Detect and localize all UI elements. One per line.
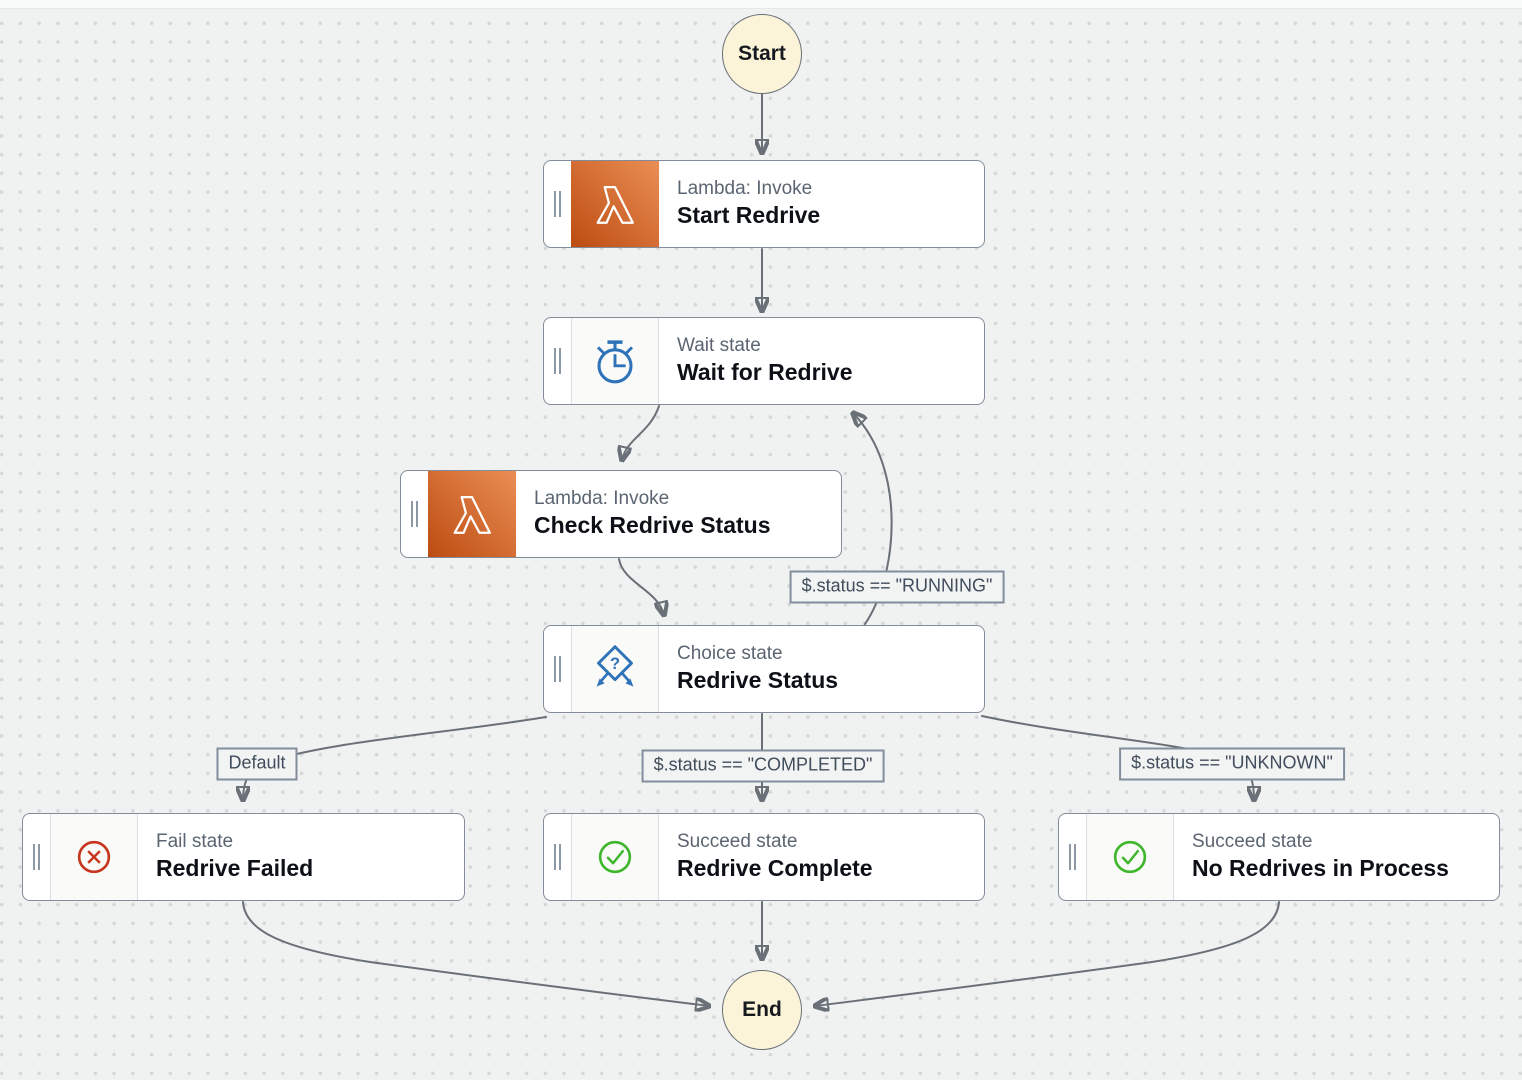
edge-choice-to-wait-running: [853, 413, 893, 625]
state-title: Wait for Redrive: [677, 359, 853, 386]
state-title: Start Redrive: [677, 202, 821, 229]
lambda-icon: [571, 161, 659, 247]
edge-label-running: $.status == "RUNNING": [789, 570, 1005, 604]
edge-wait-to-check-status: [622, 405, 660, 460]
state-node-redrive-status[interactable]: ? Choice state Redrive Status: [543, 625, 985, 713]
edge-fail-to-end: [242, 901, 709, 1006]
edge-label-unknown: $.status == "UNKNOWN": [1119, 747, 1345, 781]
drag-handle-icon[interactable]: [544, 161, 571, 247]
succeed-icon: [1086, 814, 1174, 900]
choice-icon: ?: [571, 626, 659, 712]
wait-stopwatch-icon: [571, 318, 659, 404]
state-type-label: Succeed state: [677, 830, 798, 852]
drag-handle-icon[interactable]: [401, 471, 428, 557]
svg-text:?: ?: [610, 655, 620, 673]
state-node-start-redrive[interactable]: Lambda: Invoke Start Redrive: [543, 160, 985, 248]
lambda-icon: [428, 471, 516, 557]
start-node: Start: [722, 14, 802, 94]
drag-handle-icon[interactable]: [544, 318, 571, 404]
state-type-label: Succeed state: [1192, 830, 1313, 852]
state-title: Redrive Complete: [677, 855, 873, 882]
state-node-redrive-complete[interactable]: Succeed state Redrive Complete: [543, 813, 985, 901]
state-type-label: Lambda: Invoke: [534, 487, 670, 509]
state-type-label: Wait state: [677, 334, 761, 356]
state-title: Redrive Failed: [156, 855, 314, 882]
state-node-wait-for-redrive[interactable]: Wait state Wait for Redrive: [543, 317, 985, 405]
edge-label-default: Default: [216, 747, 298, 781]
state-node-redrive-failed[interactable]: Fail state Redrive Failed: [22, 813, 465, 901]
succeed-icon: [571, 814, 659, 900]
drag-handle-icon[interactable]: [1059, 814, 1086, 900]
drag-handle-icon[interactable]: [544, 814, 571, 900]
fail-icon: [50, 814, 138, 900]
state-type-label: Fail state: [156, 830, 234, 852]
state-type-label: Lambda: Invoke: [677, 177, 813, 199]
drag-handle-icon[interactable]: [544, 626, 571, 712]
state-node-check-redrive-status[interactable]: Lambda: Invoke Check Redrive Status: [400, 470, 842, 558]
canvas-top-edge: [0, 0, 1522, 9]
end-node-label: End: [742, 998, 782, 1021]
state-type-label: Choice state: [677, 642, 783, 664]
state-title: Check Redrive Status: [534, 512, 771, 539]
drag-handle-icon[interactable]: [23, 814, 50, 900]
edge-label-completed: $.status == "COMPLETED": [641, 749, 885, 783]
state-title: No Redrives in Process: [1192, 855, 1449, 882]
end-node: End: [722, 970, 802, 1050]
state-title: Redrive Status: [677, 667, 839, 694]
edge-check-status-to-choice: [618, 558, 664, 615]
edge-no-redrives-to-end: [815, 901, 1280, 1006]
state-node-no-redrives-in-process[interactable]: Succeed state No Redrives in Process: [1058, 813, 1500, 901]
start-node-label: Start: [738, 42, 786, 65]
